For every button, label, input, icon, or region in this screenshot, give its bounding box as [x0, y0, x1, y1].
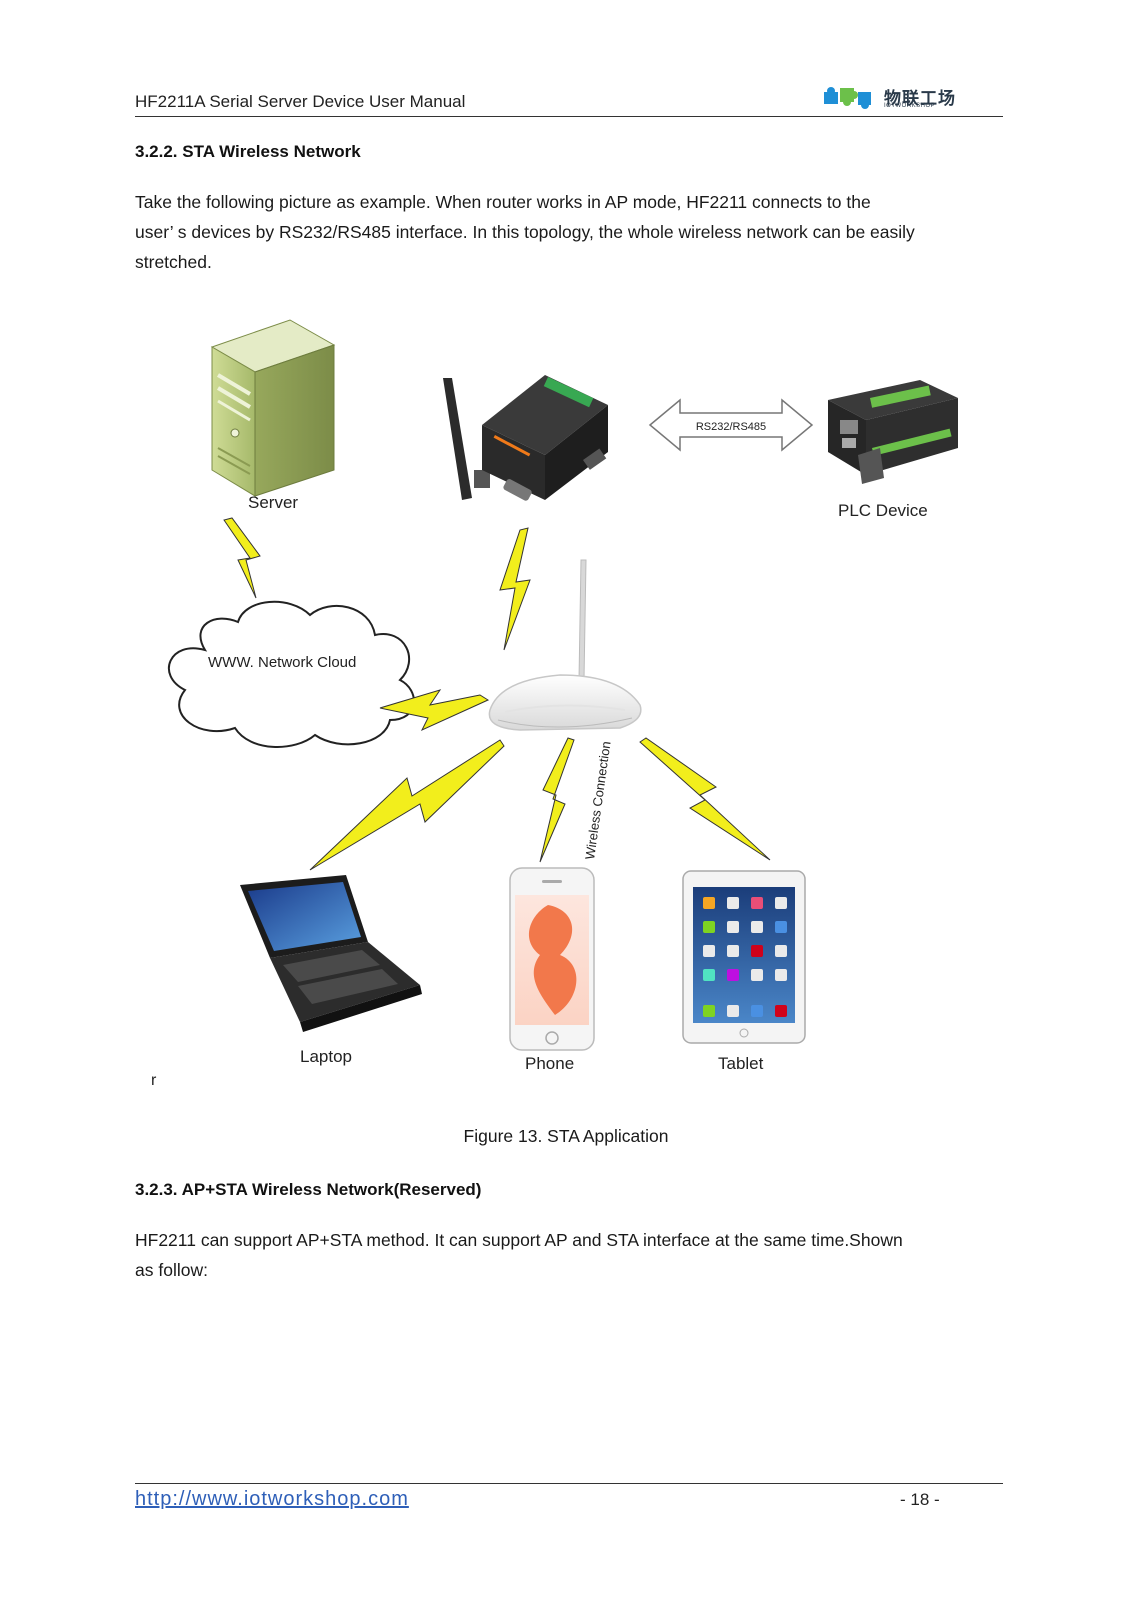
iotworkshop-logo [824, 87, 871, 109]
tablet-label: Tablet [718, 1054, 764, 1073]
stray-char: r [151, 1072, 157, 1089]
cloud-label: WWW. Network Cloud [208, 654, 356, 671]
puzzle-logo-icon [824, 87, 871, 109]
paragraph-line: HF2211 can support AP+STA method. It can… [135, 1230, 903, 1250]
wireless-connection-label: Wireless Connection [582, 740, 613, 860]
header-rule [135, 116, 1003, 117]
server-label: Server [248, 493, 298, 512]
paragraph-line: user’ s devices by RS232/RS485 interface… [135, 222, 915, 242]
tablet-icon [682, 870, 806, 1044]
lightning-bolt-icon [223, 517, 771, 871]
section-heading-sta: 3.2.2. STA Wireless Network [135, 142, 361, 161]
section-heading-ap-sta: 3.2.3. AP+STA Wireless Network(Reserved) [135, 1180, 482, 1199]
rs232-rs485-double-arrow [648, 398, 814, 452]
logo-chinese-text: 物联工场 [884, 89, 956, 108]
footer-rule [135, 1483, 1003, 1484]
laptop-label: Laptop [300, 1047, 352, 1066]
paragraph-line: as follow: [135, 1260, 208, 1280]
hf2211-device-icon [443, 375, 608, 501]
network-cloud-icon [167, 600, 415, 748]
figure-caption-text: Figure 13. STA Application [463, 1126, 669, 1146]
phone-icon [509, 867, 595, 1051]
logo-english-text: IOTWORKSHOP [884, 103, 936, 109]
plc-device-icon [828, 380, 958, 484]
page-number: - 18 - [900, 1490, 940, 1509]
paragraph-line: stretched. [135, 252, 212, 272]
phone-label: Phone [525, 1054, 574, 1073]
rs-link-label: RS232/RS485 [696, 421, 766, 433]
server-icon [210, 319, 336, 497]
plc-label: PLC Device [838, 501, 928, 520]
laptop-icon [240, 875, 422, 1032]
footer-website-link[interactable]: http://www.iotworkshop.com [135, 1488, 409, 1510]
figure-caption: Figure 13. STA Application [0, 1126, 1132, 1147]
section-paragraph-ap-sta: HF2211 can support AP+STA method. It can… [135, 1225, 903, 1285]
paragraph-line: Take the following picture as example. W… [135, 192, 871, 212]
header-title: HF2211A Serial Server Device User Manual [135, 92, 466, 111]
section-paragraph-sta: Take the following picture as example. W… [135, 187, 915, 277]
wireless-router-icon [488, 559, 642, 731]
